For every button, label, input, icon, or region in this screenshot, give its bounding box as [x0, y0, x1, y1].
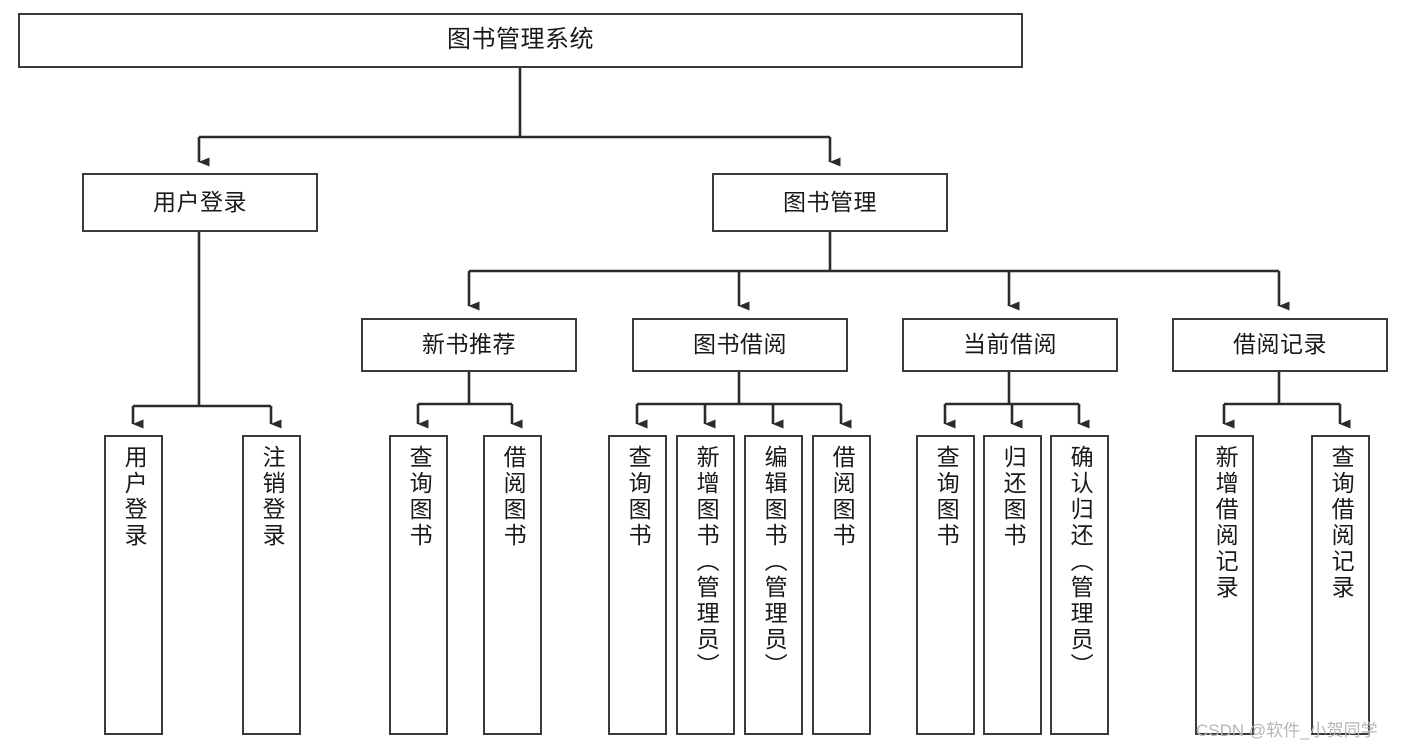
node-leaf-query-book-2[interactable]: 查询图书: [608, 435, 667, 735]
node-leaf-query-book-1-label: 查询图书: [406, 445, 433, 549]
node-leaf-return-book-label: 归还图书: [1000, 445, 1027, 549]
node-current-borrow-label: 当前借阅: [963, 331, 1057, 358]
node-leaf-query-record[interactable]: 查询借阅记录: [1311, 435, 1370, 735]
node-leaf-add-book-label: 新增图书（管理员）: [693, 445, 720, 679]
node-root-label: 图书管理系统: [447, 26, 594, 54]
node-current-borrow[interactable]: 当前借阅: [902, 318, 1118, 372]
node-leaf-return-book[interactable]: 归还图书: [983, 435, 1042, 735]
node-borrow-record-label: 借阅记录: [1233, 331, 1327, 358]
node-leaf-logout-label: 注销登录: [259, 445, 286, 549]
node-leaf-add-record-label: 新增借阅记录: [1212, 445, 1239, 601]
node-leaf-user-login-label: 用户登录: [121, 445, 148, 549]
node-leaf-query-book-3[interactable]: 查询图书: [916, 435, 975, 735]
node-leaf-edit-book-label: 编辑图书（管理员）: [761, 445, 788, 679]
node-leaf-add-record[interactable]: 新增借阅记录: [1195, 435, 1254, 735]
node-book-manage-label: 图书管理: [783, 188, 877, 215]
node-user-login-label: 用户登录: [153, 188, 247, 215]
node-new-book-rec-label: 新书推荐: [422, 331, 516, 358]
node-leaf-query-record-label: 查询借阅记录: [1328, 445, 1355, 601]
node-leaf-logout[interactable]: 注销登录: [242, 435, 301, 735]
node-book-borrow[interactable]: 图书借阅: [632, 318, 848, 372]
node-leaf-borrow-book-1-label: 借阅图书: [500, 445, 527, 549]
node-leaf-query-book-2-label: 查询图书: [625, 445, 652, 549]
node-root[interactable]: 图书管理系统: [18, 13, 1023, 68]
node-leaf-add-book[interactable]: 新增图书（管理员）: [676, 435, 735, 735]
node-book-manage[interactable]: 图书管理: [712, 173, 948, 232]
node-leaf-query-book-1[interactable]: 查询图书: [389, 435, 448, 735]
node-leaf-borrow-book-1[interactable]: 借阅图书: [483, 435, 542, 735]
node-user-login[interactable]: 用户登录: [82, 173, 318, 232]
node-book-borrow-label: 图书借阅: [693, 331, 787, 358]
node-leaf-borrow-book-2[interactable]: 借阅图书: [812, 435, 871, 735]
node-leaf-confirm-return[interactable]: 确认归还（管理员）: [1050, 435, 1109, 735]
node-leaf-query-book-3-label: 查询图书: [933, 445, 960, 549]
node-leaf-edit-book[interactable]: 编辑图书（管理员）: [744, 435, 803, 735]
node-leaf-confirm-return-label: 确认归还（管理员）: [1067, 445, 1094, 679]
node-leaf-borrow-book-2-label: 借阅图书: [829, 445, 856, 549]
node-leaf-user-login[interactable]: 用户登录: [104, 435, 163, 735]
node-new-book-rec[interactable]: 新书推荐: [361, 318, 577, 372]
node-borrow-record[interactable]: 借阅记录: [1172, 318, 1388, 372]
